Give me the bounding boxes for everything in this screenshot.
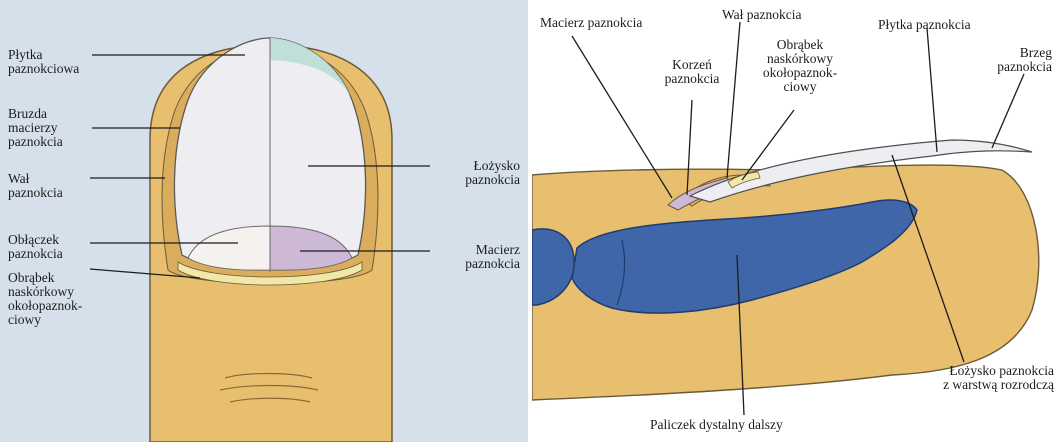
leader-wal-r [727,22,740,178]
label-lozysko-paznokcia: Łożysko paznokcia [430,159,520,187]
label-plytka-paznokciowa: Płytka paznokciowa [8,48,79,76]
label-korzen-paznokcia: Korzeń paznokcia [644,58,740,86]
label-brzeg-paznokcia: Brzeg paznokcia [972,46,1052,74]
label-oblaczek-paznokcia: Obłączek paznokcia [8,233,63,261]
label-obrabek-naskorkowy-r: Obrąbek naskórkowy okołopaznok- ciowy [744,38,856,94]
label-lozysko-z-warstwa: Łożysko paznokcia z warstwą rozrodczą [906,364,1054,392]
label-macierz-paznokcia-r: Macierz paznokcia [540,16,642,30]
label-obrabek-naskorkowy: Obrąbek naskórkowy okołopaznok- ciowy [8,271,82,327]
label-plytka-paznokcia-r: Płytka paznokcia [878,18,971,32]
fingertip-top-view: Płytka paznokciowa Bruzda macierzy pazno… [0,0,528,442]
label-macierz-paznokcia: Macierz paznokcia [430,243,520,271]
label-wal-paznokcia-r: Wał paznokcia [722,8,802,22]
label-paliczek-dystalny: Paliczek dystalny dalszy [650,418,783,432]
leader-brzeg [992,74,1024,148]
leader-plytka-r [927,28,937,152]
fingertip-side-section: Macierz paznokcia Wał paznokcia Płytka p… [532,0,1056,442]
label-bruzda-macierzy: Bruzda macierzy paznokcia [8,107,63,149]
label-wal-paznokcia: Wał paznokcia [8,172,63,200]
